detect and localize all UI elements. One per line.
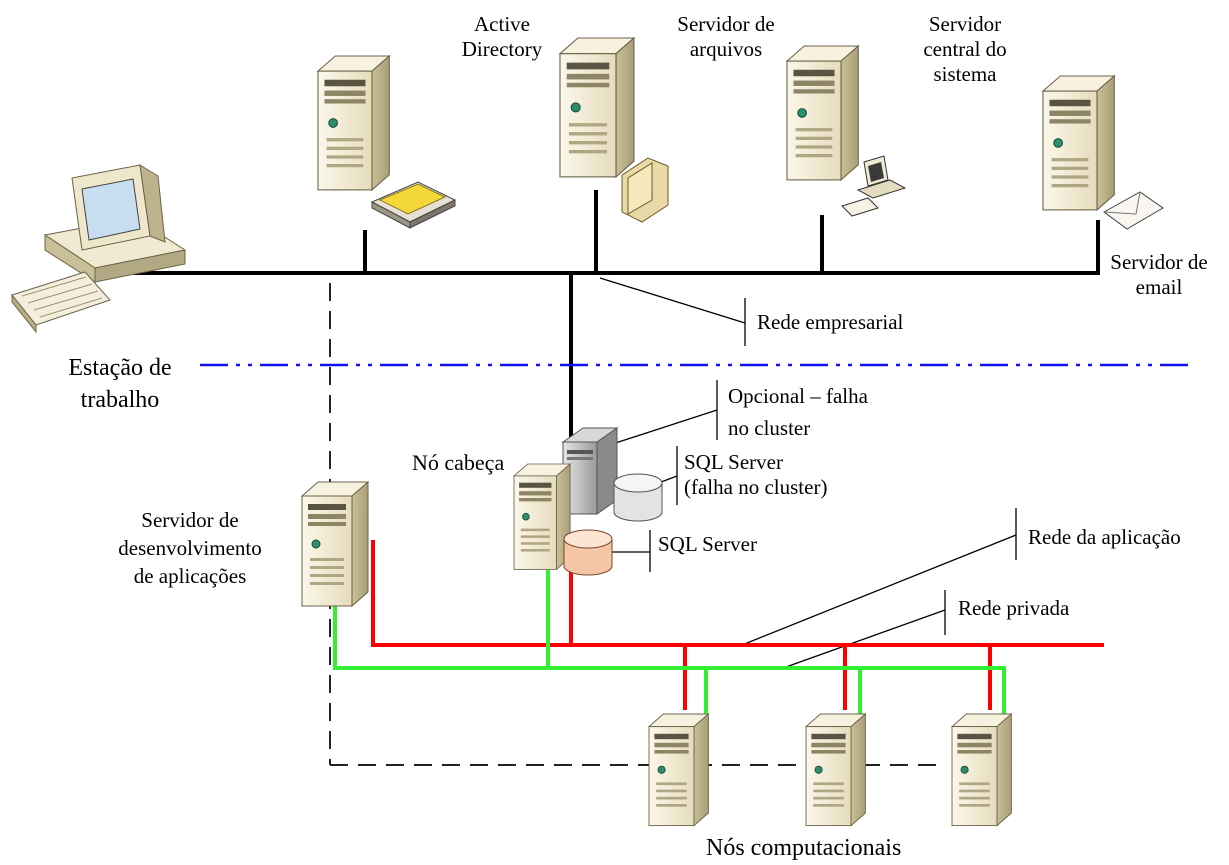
application-network-label: Rede da aplicação [1028, 525, 1181, 549]
enterprise-network-label: Rede empresarial [757, 310, 904, 334]
head-node-server-icon [513, 463, 571, 570]
management-dashed-line [329, 283, 944, 766]
active-directory-server-icon [317, 55, 390, 191]
file-server-label: Servidor de arquivos [677, 12, 775, 61]
small-computer-icon [841, 155, 907, 217]
private-network-lines [333, 570, 1006, 715]
dev-server-icon [301, 481, 369, 607]
workstation-label: Estação de trabalho [68, 355, 172, 413]
sql-failover-label: SQL Server (falha no cluster) [684, 450, 828, 499]
optional-failover-server-icon [561, 427, 619, 515]
email-server-label: Servidor de email [1110, 250, 1208, 299]
sql-server-database-icon [563, 529, 613, 576]
workstation-icon [11, 164, 187, 334]
private-network-label: Rede privada [958, 596, 1070, 620]
file-server-icon [559, 37, 635, 178]
application-network-lines [371, 540, 1104, 710]
head-node-label: Nó cabeça [412, 450, 505, 475]
central-server-label: Servidor central do sistema [923, 12, 1007, 86]
optional-failover-label: Opcional – falha no cluster [728, 384, 868, 440]
compute-node-icon [805, 713, 866, 827]
active-directory-label: Active Directory [461, 12, 543, 61]
sql-failover-database-icon [613, 473, 663, 522]
central-server-icon [786, 45, 859, 181]
sql-server-label: SQL Server [658, 532, 757, 556]
folder-icon [621, 157, 669, 223]
email-server-icon [1042, 75, 1115, 211]
compute-nodes-label: Nós computacionais [706, 835, 902, 861]
dev-server-label: Servidor de desenvolvimento de aplicaçõe… [118, 508, 262, 588]
envelope-icon [1103, 191, 1164, 230]
compute-node-icon [648, 713, 709, 827]
enterprise-network-lines [130, 190, 1100, 448]
directory-tray-icon [370, 181, 457, 229]
compute-node-icon [951, 713, 1012, 827]
